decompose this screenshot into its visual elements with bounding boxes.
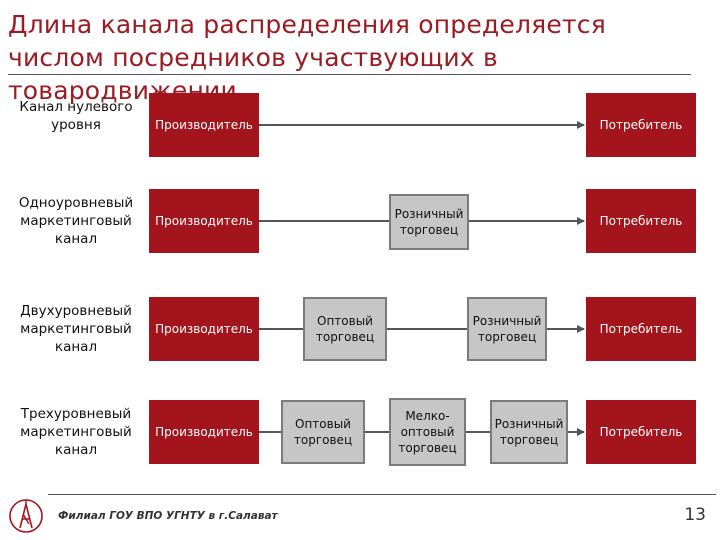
producer-box: Производитель	[149, 400, 259, 464]
consumer-box: Потребитель	[586, 297, 696, 361]
retailer-box: Розничный торговец	[389, 194, 469, 250]
producer-box: Производитель	[149, 189, 259, 253]
row-label-one-level: Одноуровневый маркетинговый канал	[18, 195, 134, 247]
wholesaler-box: Оптовый торговец	[281, 400, 365, 464]
consumer-box: Потребитель	[586, 189, 696, 253]
title-divider	[8, 74, 691, 75]
ugntu-logo-icon	[9, 499, 43, 533]
retailer-box: Розничный торговец	[490, 400, 568, 464]
consumer-box: Потребитель	[586, 93, 696, 157]
small-wholesaler-box: Мелко-оптовый торговец	[389, 398, 466, 466]
row-label-two-level: Двухуровневый маркетинговый канал	[20, 303, 132, 355]
consumer-box: Потребитель	[586, 400, 696, 464]
footer-institution: Филиал ГОУ ВПО УГНТУ в г.Салават	[58, 510, 278, 522]
producer-box: Производитель	[149, 93, 259, 157]
wholesaler-box: Оптовый торговец	[303, 297, 387, 361]
row-label-three-level: Трехуровневый маркетинговый канал	[20, 406, 132, 458]
page-number: 13	[684, 505, 706, 525]
row-label-zero-level: Канал нулевого уровня	[19, 99, 133, 133]
retailer-box: Розничный торговец	[467, 297, 547, 361]
page-title: Длина канала распределения определяется …	[8, 10, 606, 105]
producer-box: Производитель	[149, 297, 259, 361]
footer-divider	[48, 494, 716, 495]
